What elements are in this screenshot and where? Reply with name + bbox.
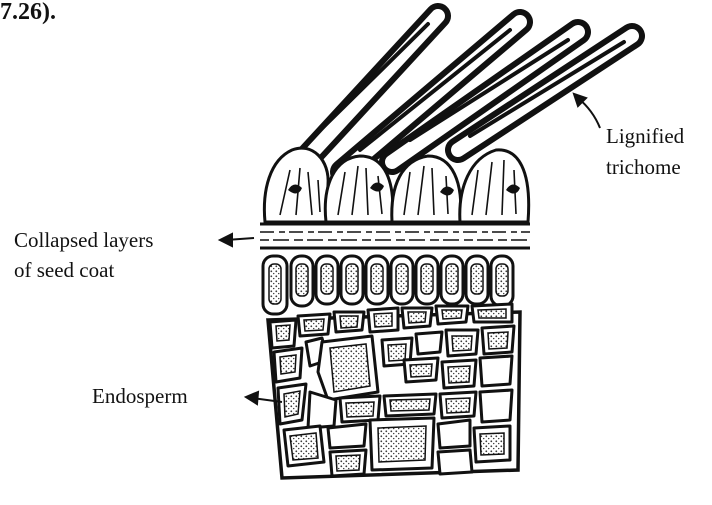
base-cell-4 [460,150,529,222]
arrow-collapsed-layers [220,234,254,246]
trichome-layer [296,16,632,172]
arrow-lignified-trichome [574,94,600,128]
collapsed-seed-coat [260,224,530,248]
